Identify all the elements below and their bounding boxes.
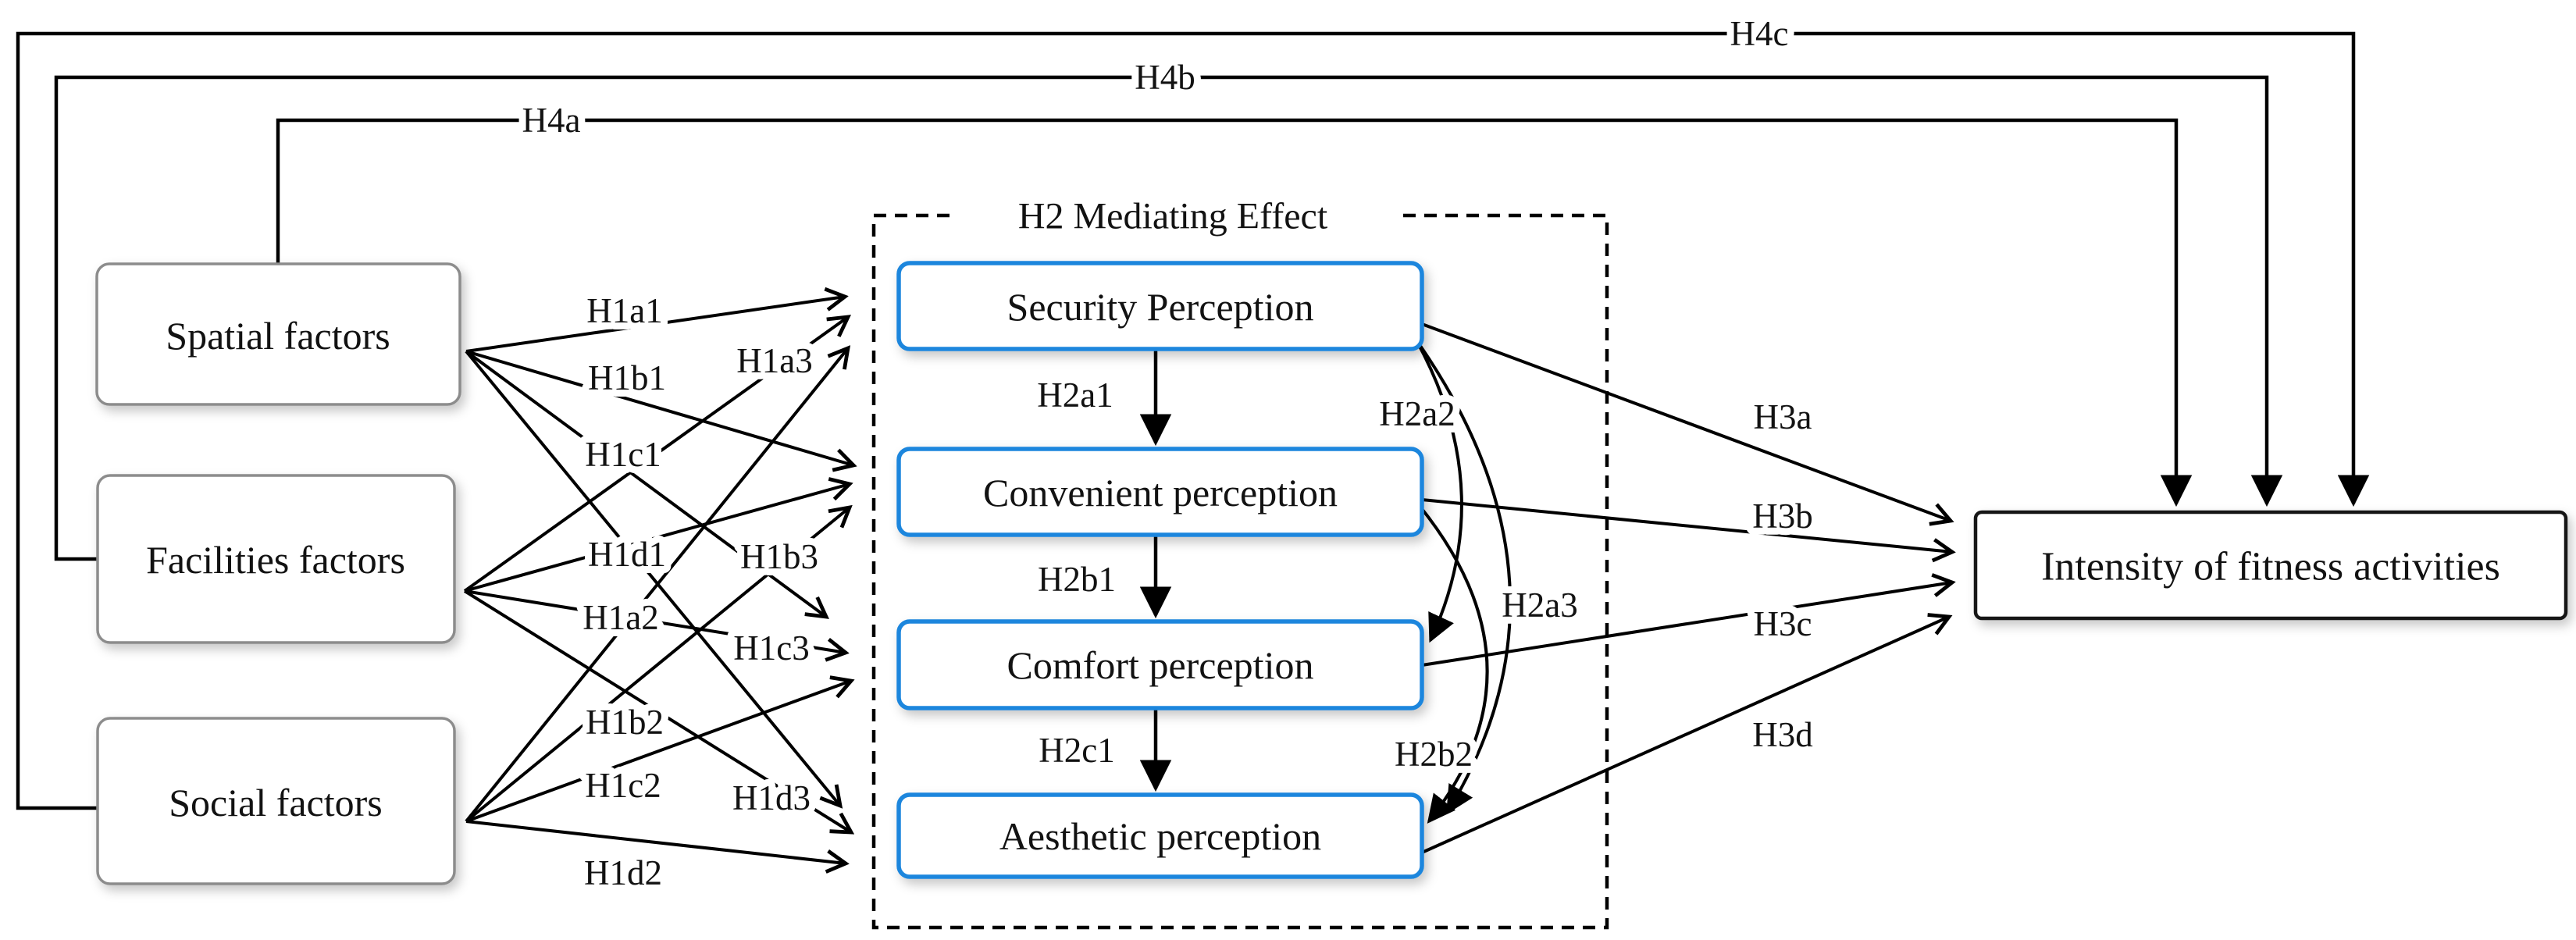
label-h1c1: H1c1 <box>585 435 661 474</box>
label-h4c: H4c <box>1730 14 1789 53</box>
label-h2b1: H2b1 <box>1038 560 1116 599</box>
h4-direct-effect-arrows <box>16 31 2370 810</box>
label-h1a3: H1a3 <box>736 341 812 380</box>
label-h2c1: H2c1 <box>1039 731 1114 770</box>
label-h2b2: H2b2 <box>1395 735 1473 774</box>
label-h3b: H3b <box>1752 497 1813 536</box>
label-h1c2: H1c2 <box>585 766 661 805</box>
label-h4b: H4b <box>1135 58 1195 97</box>
arrow-facilities-aesthetic <box>463 589 851 832</box>
comfort-perception-box <box>896 619 1424 710</box>
facilities-factors-label: Facilities factors <box>146 538 405 582</box>
label-h1b2: H1b2 <box>586 703 664 742</box>
label-h1b1: H1b1 <box>588 358 666 397</box>
label-h1c3: H1c3 <box>733 628 809 668</box>
label-h1d1: H1d1 <box>588 535 666 574</box>
arrow-social-comfort <box>465 681 851 823</box>
arrow-spatial-aesthetic <box>465 350 840 806</box>
security-perception-box <box>896 261 1424 351</box>
arrow-comfort-outcome <box>1421 582 1952 667</box>
arrow-spatial-comfort <box>465 350 826 617</box>
facilities-factors-box <box>96 474 456 644</box>
outcome-label: Intensity of fitness activities <box>2041 545 2500 589</box>
spatial-factors-label: Spatial factors <box>166 314 390 358</box>
label-h2a3: H2a3 <box>1502 586 1577 625</box>
mediating-effect-title: H2 Mediating Effect <box>1018 196 1328 237</box>
arrow-security-outcome <box>1421 322 1951 521</box>
label-h2a2: H2a2 <box>1379 394 1455 433</box>
arrow-facilities-convenient <box>464 484 850 593</box>
convenient-perception-box <box>896 447 1424 537</box>
h3-outcome-arrows <box>1421 322 1952 854</box>
spatial-factors-box <box>95 262 461 406</box>
label-h1d3: H1d3 <box>732 778 811 817</box>
aesthetic-perception-box <box>896 792 1424 879</box>
arrow-convenient-aesthetic-curve <box>1418 504 1489 824</box>
outcome-box-group: Intensity of fitness activities <box>1973 510 2568 621</box>
arrow-spatial-convenient <box>465 350 853 465</box>
label-h2a1: H2a1 <box>1037 376 1113 415</box>
arrow-social-convenient <box>465 507 850 823</box>
hypothesis-labels: H4a H4b H4c H1a1 H1b1 H1c1 H1a3 H1d1 H1b… <box>515 7 1820 899</box>
h4a-arrow <box>276 118 2193 507</box>
factor-boxes: Spatial factors Facilities factors Socia… <box>95 262 461 885</box>
label-h4a: H4a <box>522 101 581 140</box>
arrow-facilities-comfort <box>464 589 846 653</box>
label-h1b3: H1b3 <box>740 537 818 576</box>
h2-curved-arrows <box>1415 340 1512 824</box>
label-h3a: H3a <box>1754 397 1812 436</box>
label-h1d2: H1d2 <box>584 853 662 892</box>
arrow-spatial-security <box>465 297 845 353</box>
h1-fan-arrows <box>463 297 853 863</box>
security-perception-label: Security Perception <box>1007 285 1314 329</box>
outcome-box <box>1973 510 2568 621</box>
arrow-convenient-outcome <box>1421 498 1952 552</box>
label-h3c: H3c <box>1754 604 1812 643</box>
social-factors-box <box>96 717 456 885</box>
label-h3d: H3d <box>1752 715 1813 754</box>
arrow-security-comfort-curve <box>1415 340 1463 643</box>
h4c-arrow <box>16 31 2370 810</box>
arrow-social-aesthetic <box>465 820 846 863</box>
arrow-aesthetic-outcome <box>1421 617 1949 854</box>
arrow-facilities-security <box>463 317 848 593</box>
label-h1a2: H1a2 <box>583 598 658 637</box>
aesthetic-perception-label: Aesthetic perception <box>999 814 1321 858</box>
arrow-security-aesthetic-curve <box>1419 344 1512 815</box>
social-factors-label: Social factors <box>169 781 383 824</box>
h4b-arrow <box>54 75 2283 561</box>
mediator-boxes: Security Perception Convenient perceptio… <box>896 261 1424 879</box>
arrow-social-security <box>465 348 848 823</box>
label-h1a1: H1a1 <box>586 291 662 330</box>
comfort-perception-label: Comfort perception <box>1007 643 1314 687</box>
mediating-effect-dashed-box <box>871 213 1609 930</box>
convenient-perception-label: Convenient perception <box>983 471 1338 515</box>
